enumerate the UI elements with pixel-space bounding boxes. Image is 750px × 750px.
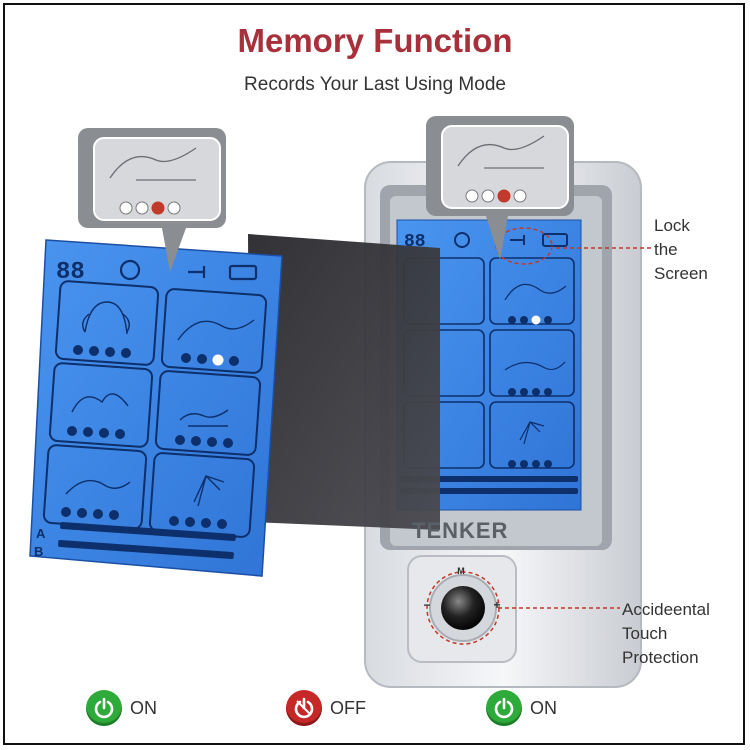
power-icon [86,690,122,726]
page-title: Memory Function [237,22,513,59]
minus-key-label: − [423,598,431,612]
status-label: OFF [330,697,366,718]
lcd-screen-large: 88 A B [29,239,283,577]
mode-key-label: M [457,566,465,576]
channel-a-label: A [36,526,46,541]
page-subtitle: Records Your Last Using Mode [244,74,506,95]
status-label: ON [130,697,157,718]
mode-callout-right [426,116,574,260]
power-icon [486,690,522,726]
lock-screen-annotation: Lock the Screen [654,216,708,283]
touch-protection-annotation: Accideental Touch Protection [622,600,710,667]
image-frame [3,3,745,745]
device-brand-label: TENKER [412,518,509,543]
status-off-middle: OFF [286,690,366,726]
power-off-icon [286,690,322,726]
status-label: ON [530,697,557,718]
transition-panel [248,234,440,530]
lcd-digits: 88 [56,259,85,286]
mode-callout-left [78,128,226,272]
plus-key-label: + [493,598,501,612]
status-on-left: ON [86,690,157,726]
channel-b-label: B [34,544,43,559]
status-on-right: ON [486,690,557,726]
